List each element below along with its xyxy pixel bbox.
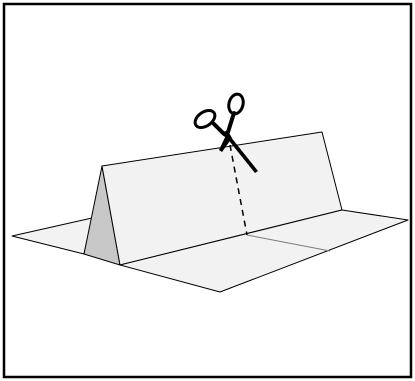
cut-guide-dashed-line <box>229 144 248 236</box>
scissors-icon <box>193 92 258 173</box>
floor-crease-line <box>246 234 331 252</box>
floor-panel <box>119 209 409 293</box>
